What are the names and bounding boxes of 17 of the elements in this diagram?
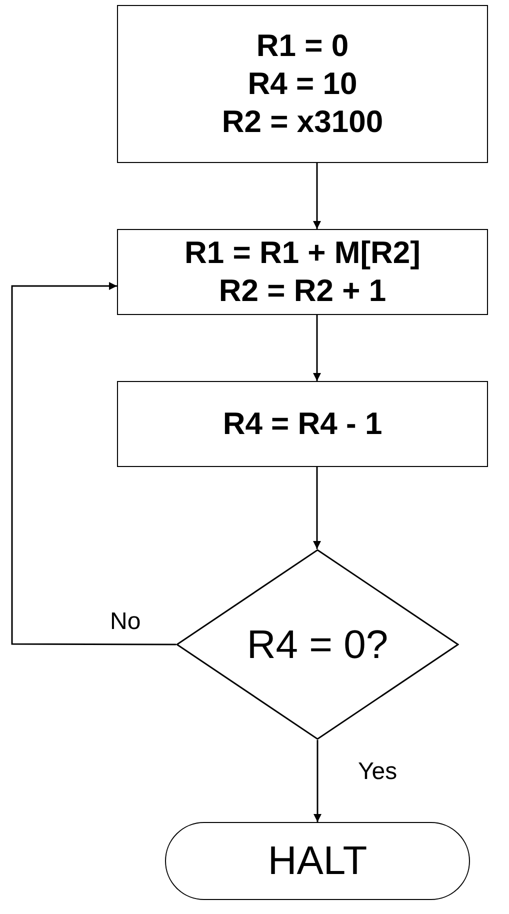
node-label: R4 = 0? — [246, 626, 388, 664]
process-text: R1 = R1 + M[R2] — [184, 234, 420, 272]
process-box — [117, 229, 488, 315]
process-text: R1 = 0 — [256, 27, 349, 65]
arrow — [11, 282, 176, 646]
process-box — [117, 381, 488, 467]
process-box — [117, 5, 488, 163]
arrow — [314, 740, 322, 822]
arrow — [313, 315, 321, 381]
decision-diamond — [176, 549, 459, 740]
node-label: HALT — [268, 842, 368, 880]
process-text: R2 = R2 + 1 — [218, 272, 386, 310]
process-text: R2 = x3100 — [222, 103, 384, 141]
process-text: R4 = 10 — [248, 65, 358, 103]
process-text: R4 = R4 - 1 — [222, 405, 382, 443]
arrow — [313, 163, 321, 229]
arrow — [313, 467, 321, 549]
